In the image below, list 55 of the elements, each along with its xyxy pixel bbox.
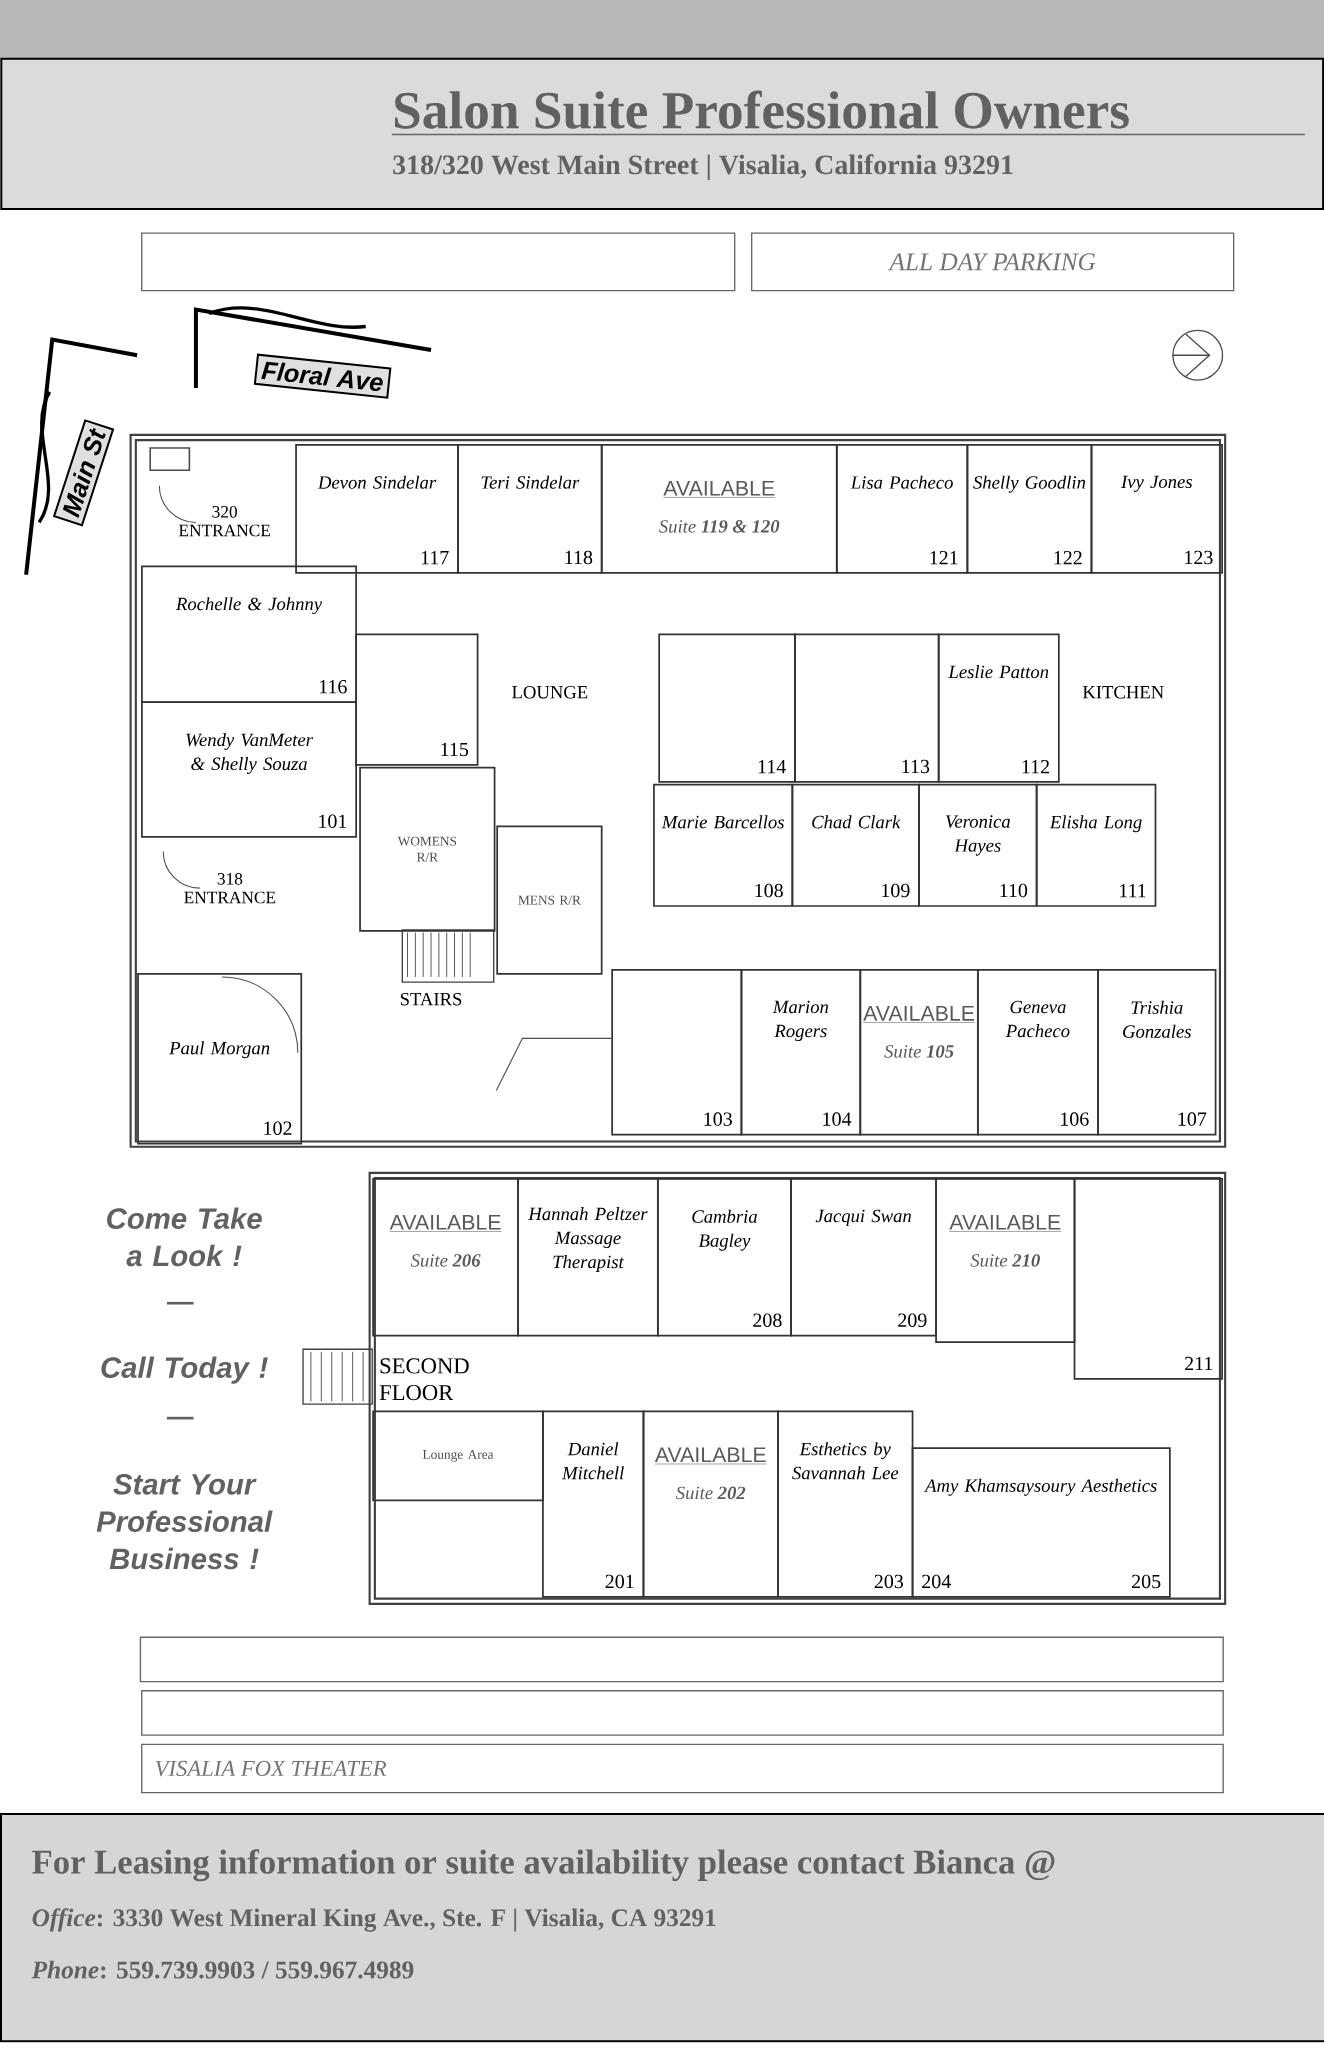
subtitle: 318/320 West Main Street | Visalia, California 93291	[392, 154, 1013, 181]
suite-room: Leslie Patton 112	[937, 633, 1060, 783]
contact-panel: For Leasing information or suite availability please contact Bianca @ Office: 3330 West Mineral King Ave., Ste. F | Visalia, CA 93291 Phone: 559.739.9903 / 559.967.4989	[0, 1812, 1324, 2043]
suite-room: Jacqui Swan 209	[790, 1178, 937, 1337]
room: MENS R/R	[496, 825, 603, 975]
neighbor-box: ALL DAY PARKING	[750, 232, 1235, 292]
available-suite-room: AVAILABLE Suite 105	[859, 969, 979, 1136]
suite-room: Trishia Gonzales 107	[1096, 969, 1217, 1136]
entrance-label: 320 ENTRANCE	[178, 505, 270, 537]
suite-room: Amy Khamsaysoury Aesthetics 204 205	[911, 1447, 1171, 1598]
stairs-label: STAIRS	[400, 992, 462, 1006]
room-label: KITCHEN	[1082, 685, 1164, 699]
neighbor-box	[139, 1636, 1224, 1683]
suite-room: Daniel Mitchell 201	[541, 1410, 645, 1598]
suite-room: Esthetics by Savannah Lee 203	[776, 1410, 914, 1598]
floor-label: SECOND FLOOR	[379, 1358, 469, 1401]
neighbor-box: VISALIA FOX THEATER	[140, 1743, 1224, 1794]
suite-room: 103	[611, 969, 743, 1136]
suite-room: Veronica Hayes 110	[918, 783, 1038, 907]
available-suite-room: AVAILABLE Suite 119 & 120	[600, 444, 838, 574]
slogan: Start Your Professional Business !	[96, 1473, 273, 1570]
suite-room: Teri Sindelar 118	[456, 444, 603, 574]
separator-dash: —	[166, 1416, 194, 1420]
suite-room: Hannah Peltzer Massage Therapist	[517, 1178, 659, 1337]
suite-room: Rochelle & Johnny 116	[140, 565, 357, 704]
suite-room: Marie Barcellos 108	[652, 783, 794, 907]
suite-room: Paul Morgan 102	[136, 973, 302, 1145]
suite-room: Cambria Bagley 208	[656, 1178, 792, 1337]
available-suite-room: AVAILABLE Suite 206	[372, 1178, 519, 1337]
slogan: Call Today !	[101, 1356, 268, 1384]
separator-dash: —	[166, 1301, 194, 1305]
suite-room: 115	[355, 633, 479, 766]
room: Lounge Area	[372, 1410, 544, 1502]
suite-room: Shelly Goodlin 122	[966, 444, 1093, 574]
available-suite-room: AVAILABLE Suite 210	[935, 1178, 1076, 1344]
suite-room: Elisha Long 111	[1035, 783, 1157, 907]
room-label: LOUNGE	[511, 685, 588, 699]
suite-room: Lisa Pacheco 121	[835, 444, 969, 574]
available-suite-room: AVAILABLE Suite 202	[642, 1410, 779, 1598]
suite-room: 211	[1073, 1178, 1223, 1380]
street-sign: Floral Ave	[253, 353, 392, 399]
title: Salon Suite Professional Owners	[394, 90, 1129, 129]
suite-room: Devon Sindelar 117	[295, 444, 459, 574]
room: WOMENS R/R	[359, 766, 496, 932]
suite-room: Marion Rogers 104	[740, 969, 861, 1136]
neighbor-box	[140, 232, 736, 292]
suite-room: 114	[658, 633, 796, 783]
suite-room: Ivy Jones 123	[1090, 444, 1223, 574]
neighbor-box	[140, 1690, 1224, 1736]
suite-room: 113	[793, 633, 940, 783]
suite-room: Geneva Pacheco 106	[976, 969, 1099, 1136]
suite-room: Chad Clark 109	[791, 783, 920, 907]
entrance-label: 318 ENTRANCE	[184, 873, 275, 904]
suite-room: Wendy VanMeter & Shelly Souza 101	[140, 701, 357, 838]
slogan: Come Take a Look !	[106, 1207, 262, 1267]
